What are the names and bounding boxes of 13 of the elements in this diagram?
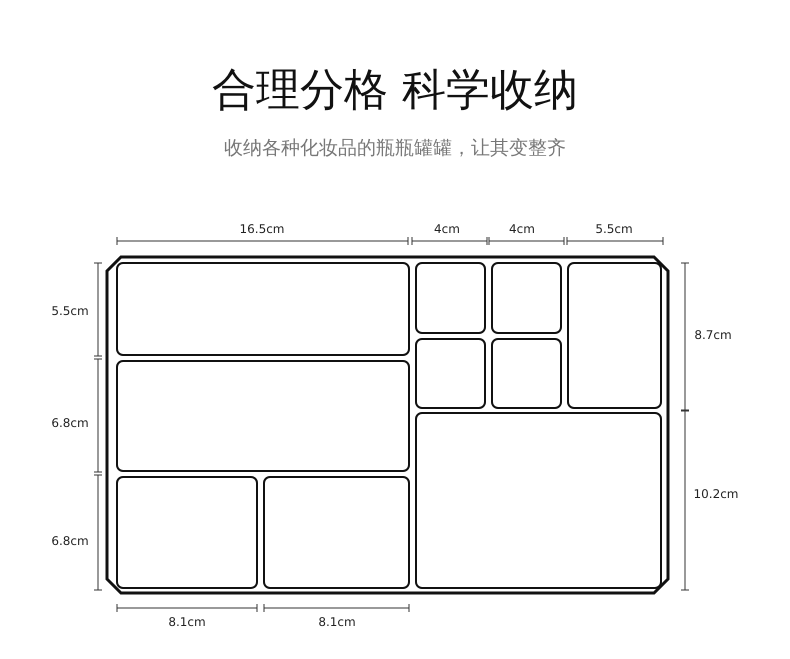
dimension-label: 6.8cm <box>51 534 89 548</box>
subtitle: 收纳各种化妆品的瓶瓶罐罐，让其变整齐 <box>224 136 566 161</box>
title: 合理分格 科学收纳 <box>212 64 578 118</box>
dimension-label: 10.2cm <box>694 487 738 501</box>
dimension-label: 4cm <box>509 222 535 236</box>
dimension-label: 8.1cm <box>318 615 356 629</box>
dimension-label: 6.8cm <box>51 416 89 430</box>
dimension-label: 5.5cm <box>595 222 633 236</box>
dimension-label: 16.5cm <box>240 222 284 236</box>
dimension-label: 8.1cm <box>168 615 206 629</box>
dimension-label: 8.7cm <box>694 328 732 342</box>
dimension-label: 4cm <box>434 222 460 236</box>
dimension-label: 5.5cm <box>51 304 89 318</box>
